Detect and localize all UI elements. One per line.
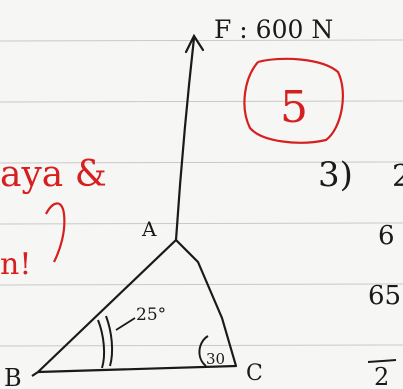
red-note-stroke <box>45 202 66 263</box>
score-circle <box>243 57 344 144</box>
rule-line <box>0 344 403 347</box>
right-fragment-1: 2 <box>392 159 403 194</box>
angle-b-label: 25° <box>136 305 166 325</box>
red-note-bottom: n! <box>0 247 31 282</box>
angle-c-arc <box>198 335 209 367</box>
circled-score: 5 <box>280 82 308 133</box>
right-fragment-4: 2 <box>374 363 389 389</box>
angle-c-label: 30 <box>206 350 225 368</box>
vertex-c-label: C <box>246 361 263 386</box>
triangle-tail <box>31 371 39 377</box>
angle-b-pointer <box>115 317 136 331</box>
triangle <box>31 238 238 377</box>
step-number: 3) <box>318 155 353 195</box>
rule-line <box>0 39 403 42</box>
angle-b-arc-2 <box>105 315 114 367</box>
right-fragment-3: 65 <box>368 281 401 311</box>
fraction-bar <box>367 359 397 363</box>
force-arrow-head <box>184 33 205 54</box>
triangle-outline <box>37 238 238 374</box>
force-arrow-shaft <box>174 36 196 242</box>
vertex-a-label: A <box>141 217 157 241</box>
force-arrow <box>174 33 205 242</box>
right-fragment-2: 6 <box>378 221 395 251</box>
vertex-b-label: B <box>4 364 22 389</box>
force-label: F : 600 N <box>214 15 333 44</box>
red-note-top: aya & <box>0 154 107 195</box>
rule-line <box>0 222 403 225</box>
angle-b-arc-1 <box>97 319 106 369</box>
ruled-lines <box>0 39 403 347</box>
rule-line <box>0 161 403 164</box>
rule-line <box>0 100 403 103</box>
rule-line <box>0 283 403 286</box>
